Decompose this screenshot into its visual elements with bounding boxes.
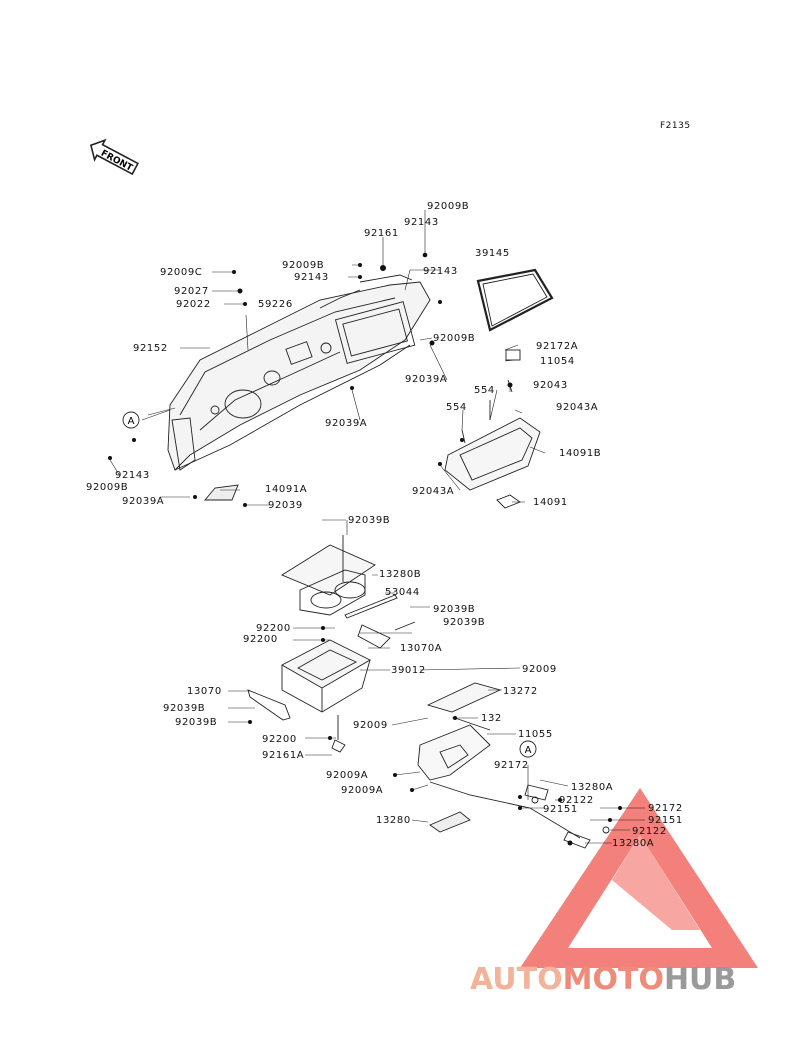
- callout-14091: 14091: [533, 497, 568, 508]
- callout-92172: 92172: [494, 760, 529, 771]
- callout-13280A: 13280A: [571, 782, 614, 793]
- callout-92009: 92009: [522, 664, 557, 675]
- leader-lines: [109, 210, 645, 844]
- part-13280: [429, 811, 471, 833]
- callout-92027: 92027: [174, 286, 209, 297]
- callout-53044: 53044: [385, 587, 420, 598]
- callout-92009B: 92009B: [282, 260, 325, 271]
- callout-92122: 92122: [632, 826, 667, 837]
- callout-92039A: 92039A: [325, 418, 368, 429]
- bar-53044: [344, 594, 398, 619]
- part-14091A: [204, 484, 239, 501]
- callout-92172: 92172: [648, 803, 683, 814]
- callout-13070: 13070: [187, 686, 222, 697]
- callout-92009B: 92009B: [433, 333, 476, 344]
- figure-id: F2135: [660, 121, 691, 131]
- ref-marker-a-1: [122, 411, 140, 429]
- callout-92009B: 92009B: [86, 482, 129, 493]
- callout-92122: 92122: [559, 795, 594, 806]
- callout-132: 132: [481, 713, 502, 724]
- callout-13070A: 13070A: [400, 643, 443, 654]
- lens-39145: [476, 268, 554, 332]
- callout-92009B: 92009B: [427, 201, 470, 212]
- tray-13280B: [281, 535, 376, 616]
- callout-554: 554: [474, 385, 495, 396]
- callout-92200: 92200: [262, 734, 297, 745]
- callout-92009A: 92009A: [326, 770, 369, 781]
- callout-39012: 39012: [391, 665, 426, 676]
- callout-13280A: 13280A: [612, 838, 655, 849]
- callout-92161A: 92161A: [262, 750, 305, 761]
- callout-11054: 11054: [540, 356, 575, 367]
- dashboard-panel: [167, 274, 431, 471]
- callout-92151: 92151: [543, 804, 578, 815]
- callout-14091A: 14091A: [265, 484, 308, 495]
- callout-92039A: 92039A: [122, 496, 165, 507]
- callout-92039: 92039: [268, 500, 303, 511]
- callout-92009A: 92009A: [341, 785, 384, 796]
- callout-92009C: 92009C: [160, 267, 203, 278]
- logo-moto: MOTO: [562, 962, 664, 997]
- callout-92200: 92200: [243, 634, 278, 645]
- callout-92022: 92022: [176, 299, 211, 310]
- callout-92152: 92152: [133, 343, 168, 354]
- front-direction-icon: FRONT: [89, 138, 139, 176]
- callout-92200: 92200: [256, 623, 291, 634]
- callout-92039B: 92039B: [443, 617, 486, 628]
- callout-92043A: 92043A: [412, 486, 455, 497]
- callout-92043: 92043: [533, 380, 568, 391]
- callout-92043A: 92043A: [556, 402, 599, 413]
- callout-92039B: 92039B: [175, 717, 218, 728]
- bracket-13070: [247, 689, 291, 721]
- callout-92151: 92151: [648, 815, 683, 826]
- plate-13272: [426, 682, 502, 713]
- callout-92143: 92143: [404, 217, 439, 228]
- callout-92172A: 92172A: [536, 341, 579, 352]
- callout-11055: 11055: [518, 729, 553, 740]
- ref-marker-a-1-label: A: [128, 416, 135, 427]
- callout-92143: 92143: [294, 272, 329, 283]
- watermark-triangle: [520, 788, 758, 968]
- callout-92039B: 92039B: [433, 604, 476, 615]
- callout-554: 554: [446, 402, 467, 413]
- fasteners: [108, 252, 622, 846]
- ref-marker-a-2: [519, 740, 537, 758]
- callout-92161: 92161: [364, 228, 399, 239]
- logo-auto: AUTO: [470, 962, 563, 997]
- part-13280A: [524, 784, 610, 849]
- stay-11055: [417, 717, 581, 839]
- ref-marker-a-2-label: A: [525, 745, 532, 756]
- callout-92009: 92009: [353, 720, 388, 731]
- glovebox-14091B: [444, 349, 541, 509]
- callout-13280B: 13280B: [379, 569, 422, 580]
- callout-14091B: 14091B: [559, 448, 602, 459]
- callout-13280: 13280: [376, 815, 411, 826]
- callout-13272: 13272: [503, 686, 538, 697]
- logo-hub: HUB: [663, 962, 737, 997]
- watermark-logo: AUTOMOTOHUB: [470, 962, 800, 1002]
- callout-39145: 39145: [475, 248, 510, 259]
- callout-92143: 92143: [423, 266, 458, 277]
- callout-59226: 59226: [258, 299, 293, 310]
- callout-92039B: 92039B: [163, 703, 206, 714]
- callout-92039B: 92039B: [348, 515, 391, 526]
- box-39012: [281, 639, 371, 753]
- callout-92039A: 92039A: [405, 374, 448, 385]
- callout-92143: 92143: [115, 470, 150, 481]
